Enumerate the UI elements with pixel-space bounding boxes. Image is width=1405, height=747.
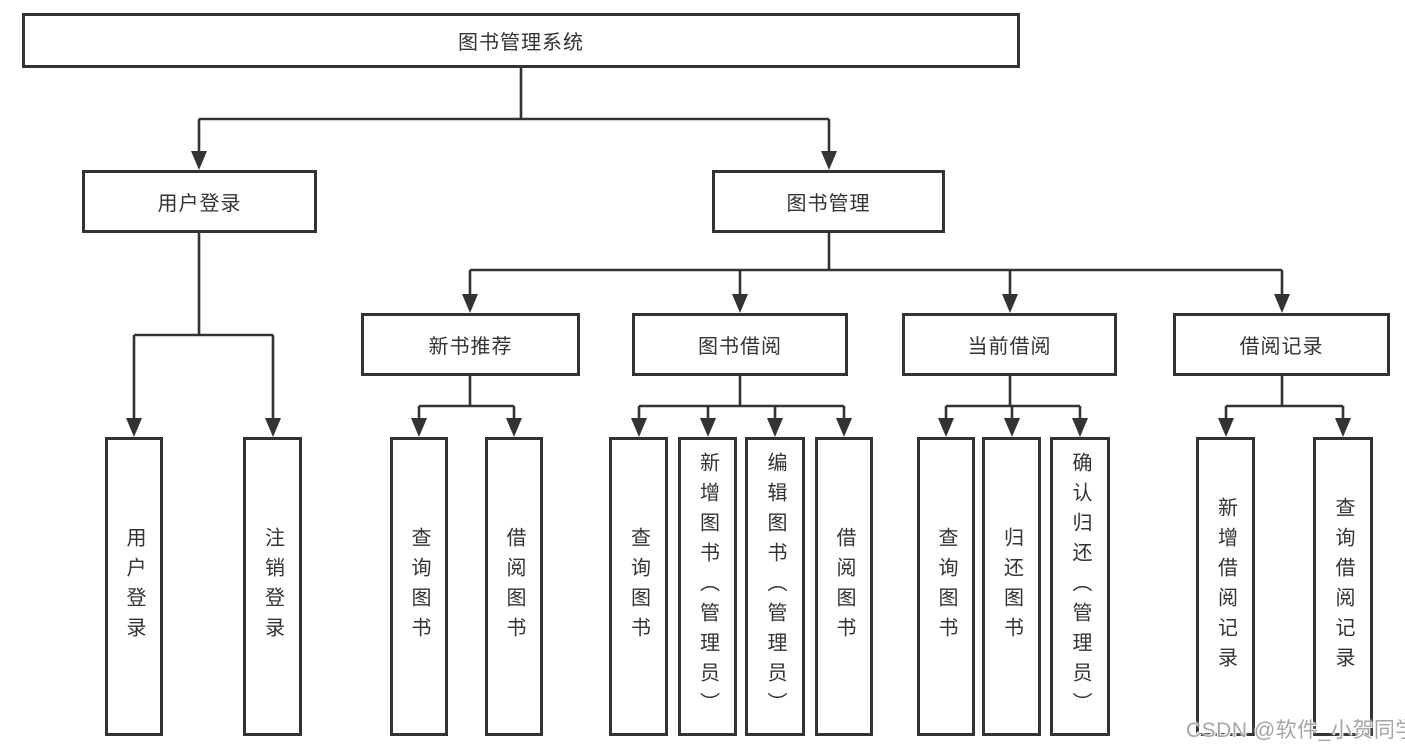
leaf-borrowing-query-book-label: 查询图书	[627, 526, 650, 647]
node-borrow-records: 借阅记录	[1173, 313, 1390, 376]
node-root-system-label: 图书管理系统	[458, 32, 584, 54]
leaf-logout-label: 注销登录	[261, 526, 284, 647]
node-root-system: 图书管理系统	[22, 13, 1020, 68]
leaf-user-login-label: 用户登录	[123, 526, 145, 647]
leaf-recommend-borrow-book-label: 借阅图书	[503, 526, 525, 647]
leaf-return-book: 归还图书	[982, 437, 1041, 736]
leaf-query-borrow-record: 查询借阅记录	[1313, 437, 1373, 736]
leaf-current-query-book-label: 查询图书	[935, 526, 957, 647]
leaf-edit-book-admin: 编辑图书（管理员）	[745, 437, 805, 736]
node-book-management: 图书管理	[712, 170, 945, 233]
leaf-edit-book-admin-label: 编辑图书（管理员）	[764, 451, 786, 722]
leaf-query-borrow-record-label: 查询借阅记录	[1332, 496, 1354, 677]
leaf-confirm-return-admin-label: 确认归还（管理员）	[1069, 451, 1091, 722]
csdn-watermark: CSDN @软件_小贺同学	[1186, 719, 1405, 742]
leaf-logout: 注销登录	[243, 437, 302, 736]
node-book-management-label: 图书管理	[786, 193, 871, 215]
leaf-borrowing-borrow-book-label: 借阅图书	[833, 526, 855, 647]
leaf-recommend-query-book: 查询图书	[390, 437, 448, 736]
node-book-borrowing-label: 图书借阅	[698, 336, 782, 358]
leaf-user-login: 用户登录	[105, 437, 163, 736]
leaf-add-borrow-record-label: 新增借阅记录	[1214, 496, 1237, 677]
leaf-recommend-borrow-book: 借阅图书	[485, 437, 543, 736]
node-user-login-module: 用户登录	[82, 170, 317, 233]
leaf-borrowing-borrow-book: 借阅图书	[815, 437, 873, 736]
leaf-borrowing-query-book: 查询图书	[609, 437, 668, 736]
node-new-book-recommend: 新书推荐	[361, 313, 580, 376]
leaf-add-book-admin-label: 新增图书（管理员）	[696, 451, 719, 722]
node-borrow-records-label: 借阅记录	[1239, 336, 1324, 358]
node-current-borrowing: 当前借阅	[902, 313, 1117, 376]
leaf-current-query-book: 查询图书	[917, 437, 975, 736]
node-user-login-module-label: 用户登录	[157, 193, 242, 215]
node-new-book-recommend-label: 新书推荐	[428, 336, 513, 358]
leaf-recommend-query-book-label: 查询图书	[408, 526, 430, 647]
leaf-add-borrow-record: 新增借阅记录	[1196, 437, 1255, 736]
node-current-borrowing-label: 当前借阅	[967, 336, 1052, 358]
leaf-confirm-return-admin: 确认归还（管理员）	[1050, 437, 1110, 736]
leaf-add-book-admin: 新增图书（管理员）	[678, 437, 737, 736]
node-book-borrowing: 图书借阅	[632, 313, 848, 376]
leaf-return-book-label: 归还图书	[1000, 526, 1023, 647]
